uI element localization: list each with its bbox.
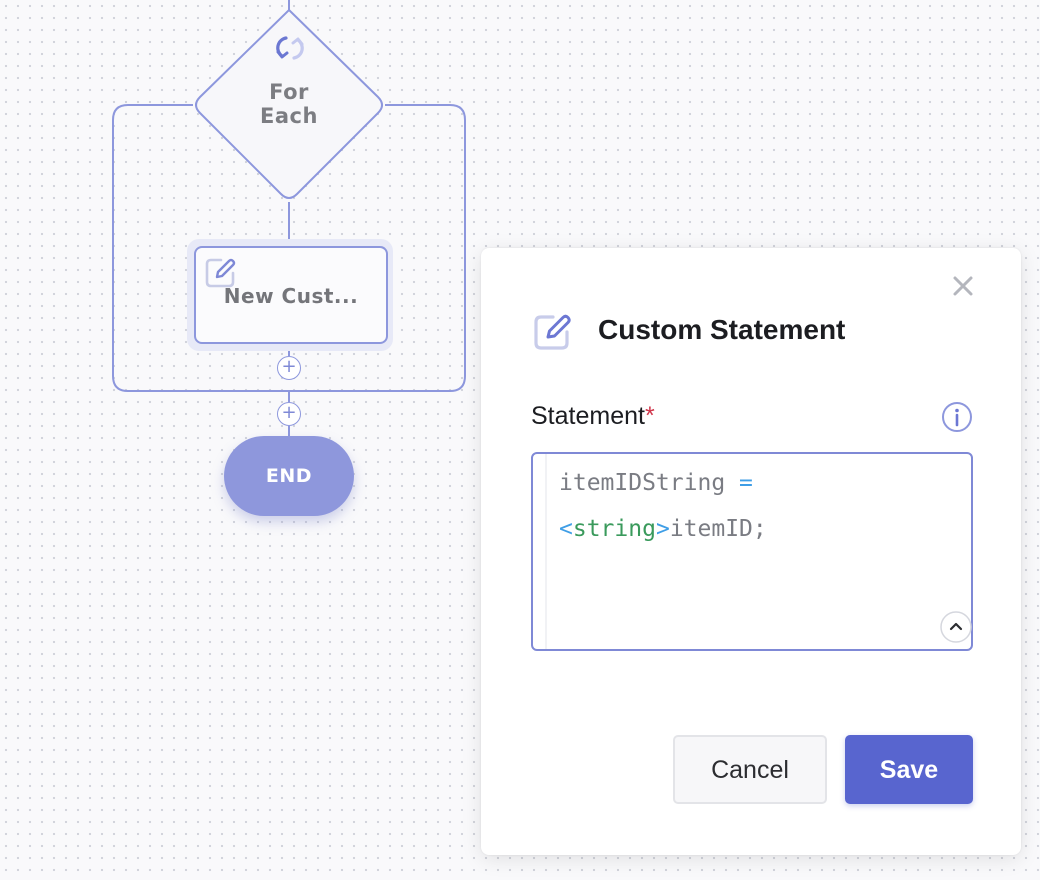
- edit-note-icon: [205, 258, 236, 288]
- code-rest: itemID;: [669, 516, 767, 542]
- foreach-diamond[interactable]: [195, 8, 383, 199]
- add-step-button-inside-loop[interactable]: +: [277, 356, 301, 380]
- loop-arrows-icon: [276, 36, 304, 60]
- foreach-label-line1: For: [269, 80, 309, 104]
- custom-statement-dialog: Custom Statement Statement* itemIDString…: [481, 248, 1021, 855]
- custom-statement-node[interactable]: New Cust...: [194, 246, 388, 344]
- end-node[interactable]: END: [224, 436, 354, 516]
- foreach-label-line2: Each: [260, 104, 318, 128]
- close-icon[interactable]: [948, 271, 978, 301]
- code-line-1: itemIDString =: [559, 470, 753, 496]
- info-icon[interactable]: [941, 401, 973, 433]
- add-step-button-after-loop[interactable]: +: [277, 402, 301, 426]
- code-type: string: [572, 516, 656, 542]
- code-identifier: itemIDString: [559, 470, 726, 496]
- foreach-node-label: For Each: [240, 80, 338, 128]
- code-operator: =: [739, 470, 753, 496]
- chevron-up-icon[interactable]: [940, 611, 972, 643]
- required-marker: *: [644, 402, 655, 430]
- save-button[interactable]: Save: [845, 735, 973, 804]
- dialog-title: Custom Statement: [598, 314, 846, 345]
- code-editor-content[interactable]: itemIDString = <string>itemID;: [545, 454, 972, 649]
- code-angle-close: >: [655, 516, 670, 542]
- statement-field-label: Statement*: [531, 402, 655, 431]
- code-line-2: <string>itemID;: [559, 516, 767, 542]
- cancel-button[interactable]: Cancel: [673, 735, 827, 804]
- statement-field-label-text: Statement: [531, 402, 645, 430]
- edit-note-icon: [534, 314, 571, 350]
- statement-code-editor[interactable]: itemIDString = <string>itemID;: [531, 452, 973, 651]
- code-angle-open: <: [559, 516, 573, 542]
- statement-node-label: New Cust...: [223, 284, 359, 308]
